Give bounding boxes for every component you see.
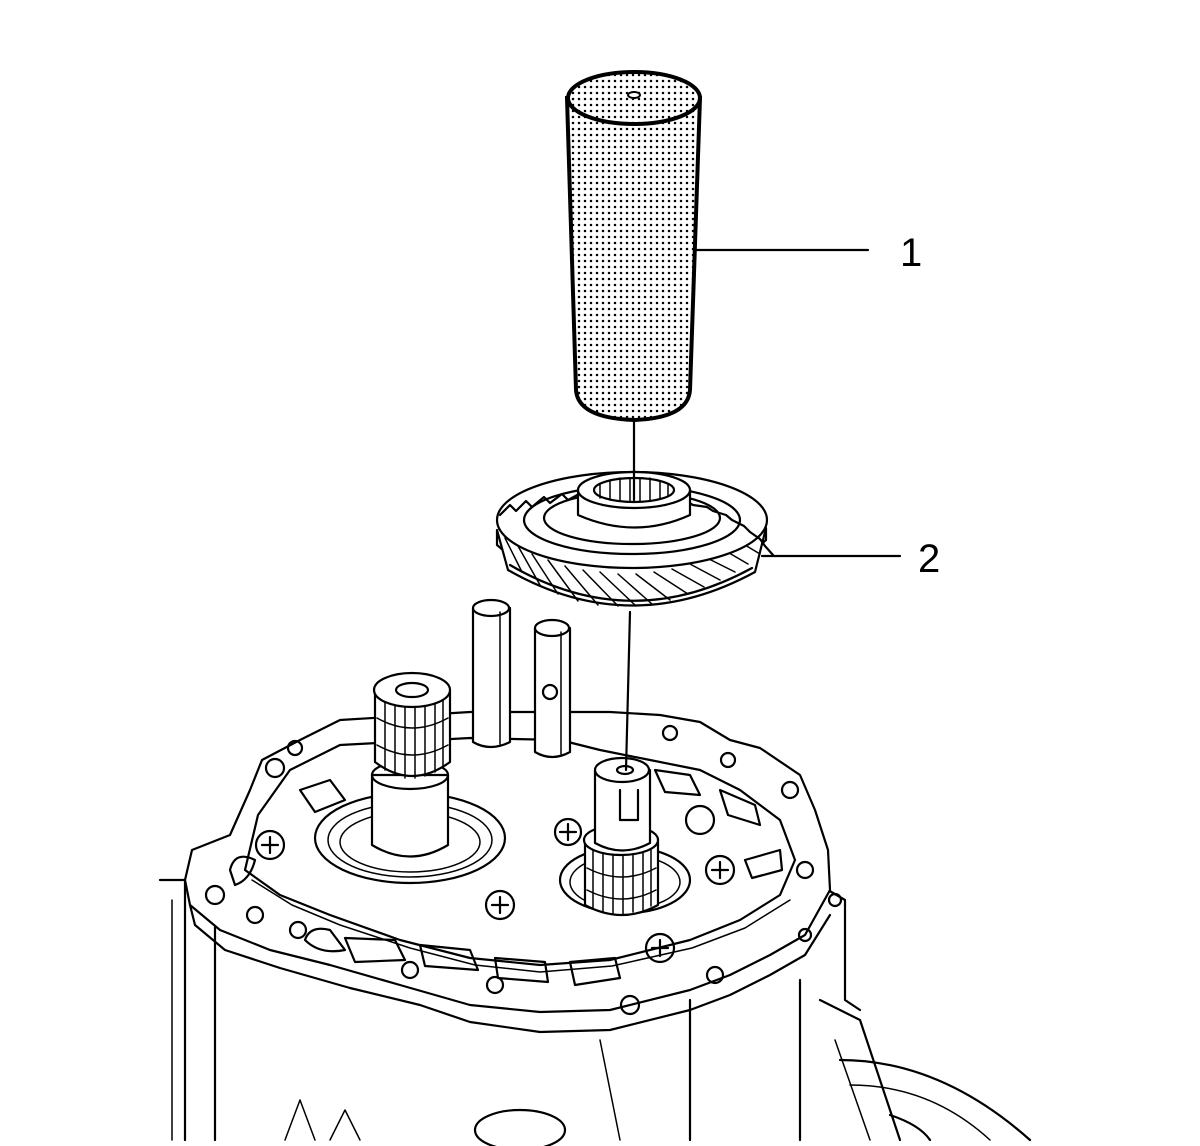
callout-label: 2 [918, 537, 940, 581]
shift-rail [533, 618, 572, 759]
screw-icon [254, 829, 286, 861]
input-shaft-needle-bearing [370, 671, 452, 858]
countershaft-needle-bearing [582, 756, 660, 916]
screw-icon [484, 889, 516, 921]
callout-1: 1 [692, 231, 922, 275]
shift-rail [471, 598, 512, 749]
gear-installer-tool [564, 70, 703, 423]
screw-icon [704, 854, 736, 886]
callout-2: 2 [760, 537, 940, 581]
callout-label: 1 [900, 231, 922, 275]
helical-gear [495, 470, 775, 607]
alignment-centerline [624, 418, 636, 772]
screw-icon [553, 817, 583, 847]
screw-icon [644, 932, 676, 964]
